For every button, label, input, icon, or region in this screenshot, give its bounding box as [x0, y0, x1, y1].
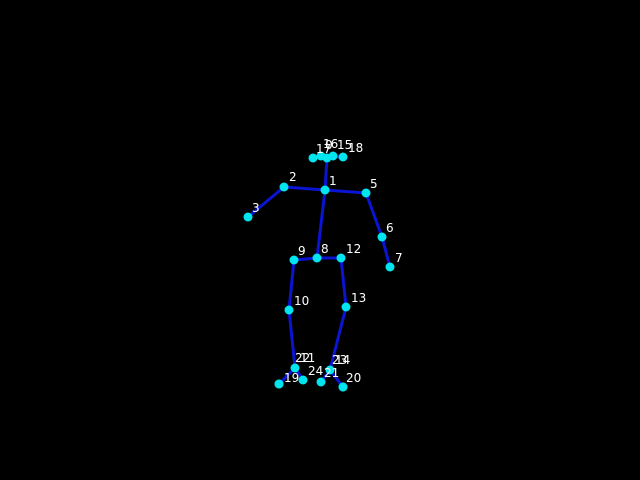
- keypoint-24: [298, 375, 308, 385]
- keypoint-label-10: 10: [294, 294, 309, 308]
- keypoint-label-21: 21: [324, 366, 339, 380]
- bone-10-11: [287, 308, 297, 370]
- keypoint-14: [325, 365, 335, 375]
- keypoint-13: [341, 302, 351, 312]
- keypoint-20: [338, 382, 348, 392]
- keypoint-label-12: 12: [346, 242, 361, 256]
- keypoint-18: [338, 152, 348, 162]
- keypoint-label-19: 19: [284, 371, 299, 385]
- keypoint-8: [312, 253, 322, 263]
- keypoint-label-16: 16: [323, 137, 338, 151]
- keypoint-2: [279, 182, 289, 192]
- joints-layer: [243, 151, 395, 392]
- keypoint-label-3: 3: [252, 201, 260, 215]
- bone-1-8: [315, 188, 327, 260]
- keypoint-label-20: 20: [346, 371, 361, 385]
- keypoint-label-14: 14: [335, 353, 350, 367]
- keypoint-1: [320, 185, 330, 195]
- keypoint-label-5: 5: [370, 177, 378, 191]
- bone-1-2: [282, 185, 327, 192]
- keypoint-12: [336, 253, 346, 263]
- keypoint-16: [316, 151, 326, 161]
- keypoint-label-13: 13: [351, 291, 366, 305]
- keypoint-label-1: 1: [329, 174, 337, 188]
- keypoint-label-22: 22: [295, 351, 310, 365]
- keypoint-17: [308, 153, 318, 163]
- keypoint-label-7: 7: [395, 251, 403, 265]
- bone-0-1: [323, 156, 329, 192]
- keypoint-7: [385, 262, 395, 272]
- bone-1-5: [323, 188, 368, 195]
- keypoint-label-18: 18: [348, 141, 363, 155]
- keypoint-label-6: 6: [386, 221, 394, 235]
- keypoint-5: [361, 188, 371, 198]
- keypoint-21: [316, 377, 326, 387]
- keypoint-label-24: 24: [308, 364, 323, 378]
- keypoint-label-23: 23: [332, 353, 347, 367]
- keypoint-label-0: 0: [325, 138, 333, 152]
- keypoint-9: [289, 255, 299, 265]
- keypoint-10: [284, 305, 294, 315]
- bone-2-3: [246, 185, 286, 219]
- keypoint-label-9: 9: [298, 244, 306, 258]
- keypoint-label-2: 2: [289, 170, 297, 184]
- bone-9-10: [287, 258, 296, 312]
- bone-5-6: [364, 191, 384, 239]
- keypoint-label-15: 15: [337, 138, 352, 152]
- keypoint-label-11: 11: [300, 351, 315, 365]
- keypoint-6: [377, 232, 387, 242]
- bone-6-7: [380, 235, 392, 269]
- keypoint-label-17: 17: [316, 142, 331, 156]
- keypoint-23: [274, 379, 284, 389]
- keypoint-11: [290, 363, 300, 373]
- bone-12-13: [339, 256, 348, 309]
- keypoint-15: [328, 151, 338, 161]
- keypoint-3: [243, 212, 253, 222]
- bone-13-14: [328, 305, 348, 372]
- keypoint-label-8: 8: [321, 242, 329, 256]
